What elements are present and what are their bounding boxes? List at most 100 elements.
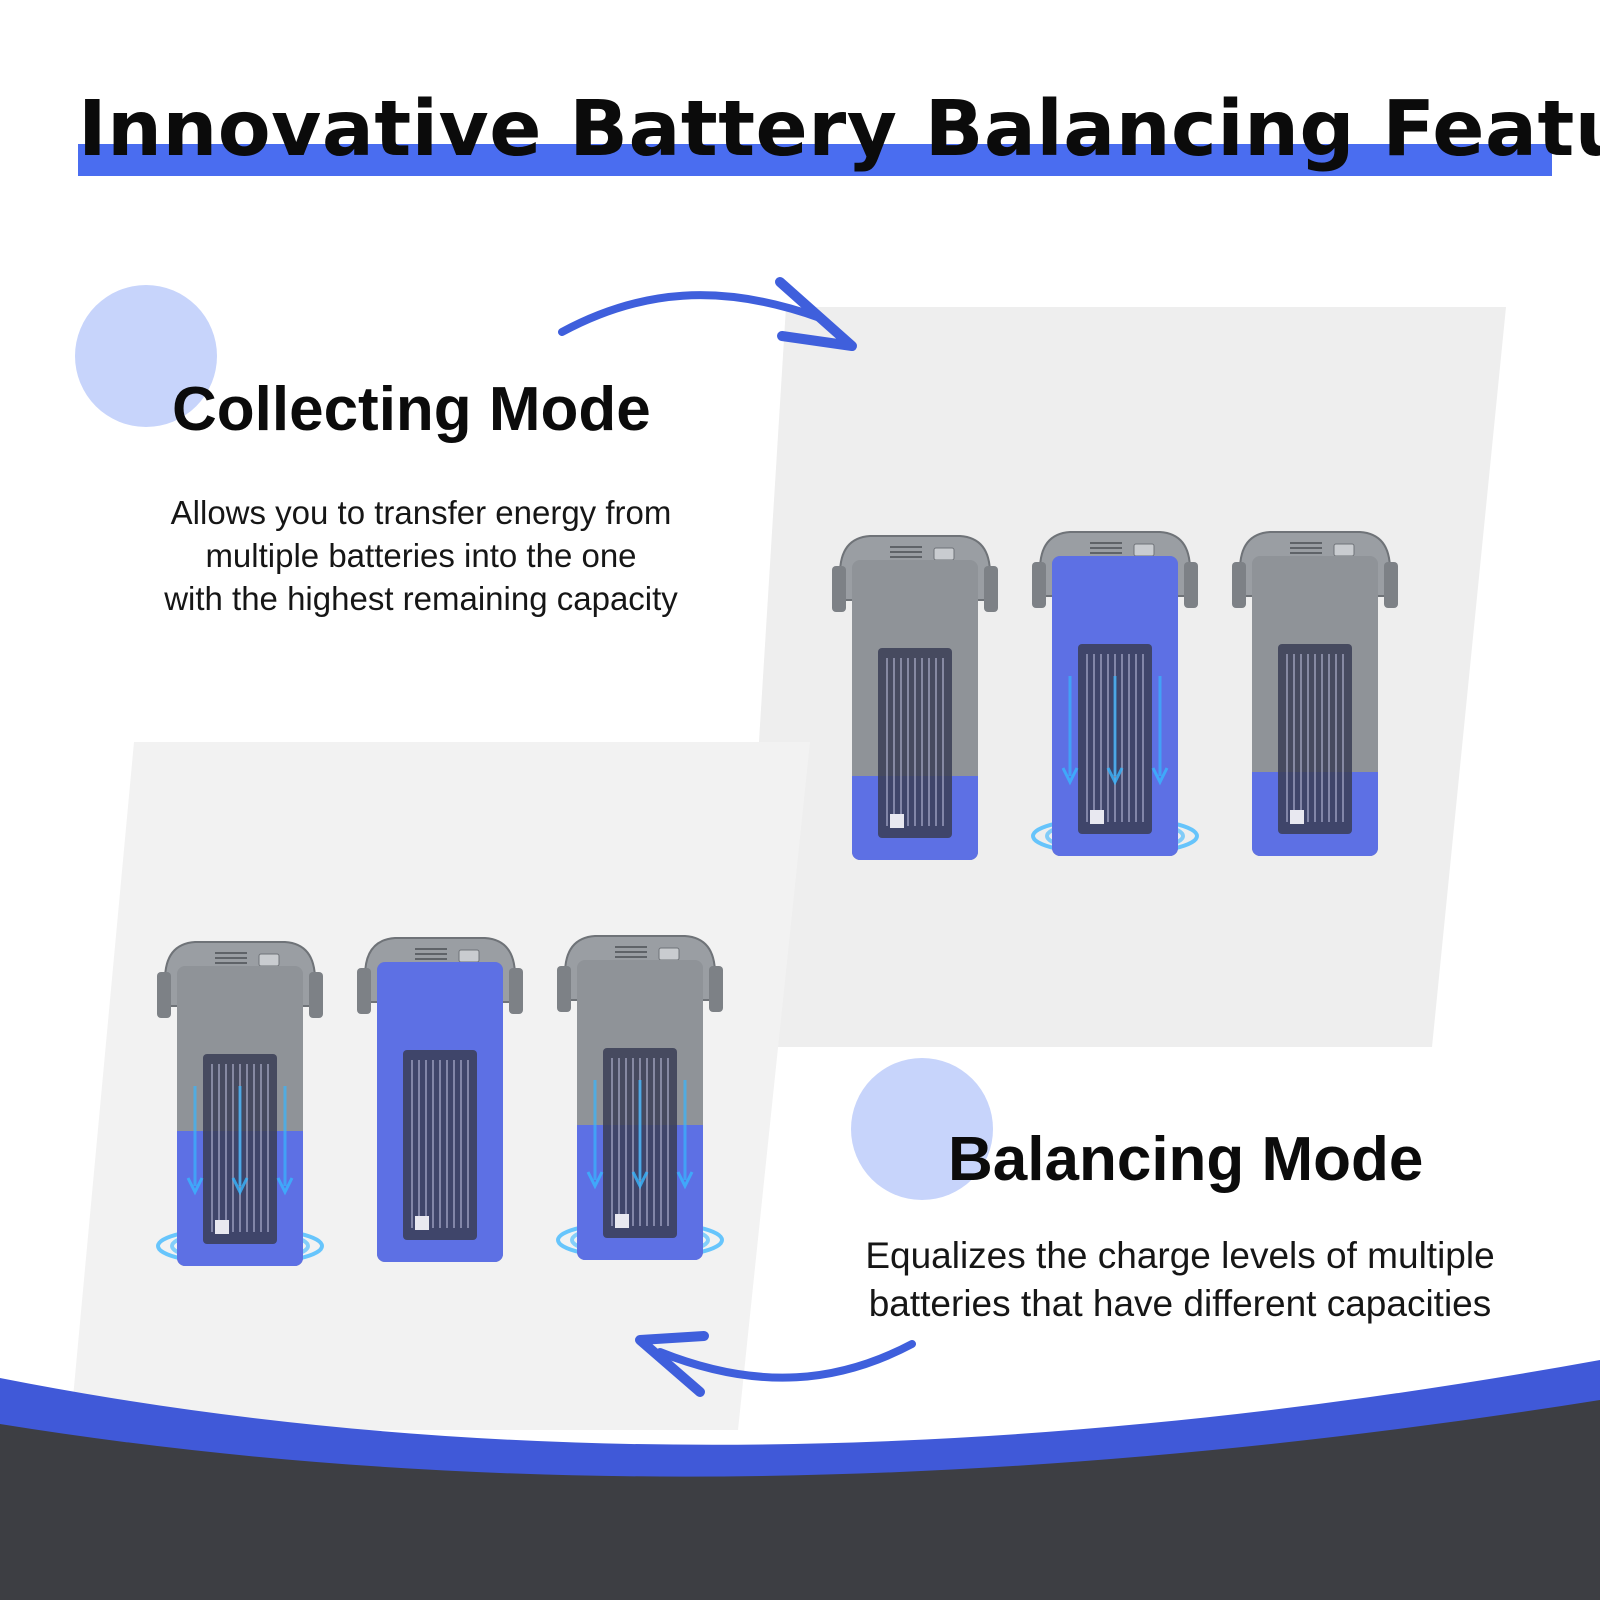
battery-label-text-line (646, 1058, 648, 1226)
energy-flow-arrowhead (1106, 767, 1124, 786)
battery-label-text-line (1100, 654, 1102, 822)
battery-label-text-line (453, 1060, 455, 1228)
energy-flow-arrowhead (276, 1177, 294, 1196)
battery-label-text-line (921, 658, 923, 826)
energy-flow-arrowhead (1061, 767, 1079, 786)
battery-vent (890, 551, 922, 553)
battery-label-text-line (1093, 654, 1095, 822)
battery-vent (215, 952, 247, 954)
collecting-mode-description: Allows you to transfer energy from multi… (128, 491, 714, 620)
battery-label-text-line (218, 1064, 220, 1232)
battery-label-text-line (460, 1060, 462, 1228)
battery-label-text-line (625, 1058, 627, 1226)
battery-vent (215, 962, 247, 964)
balancing-mode-heading: Balancing Mode (948, 1125, 1424, 1194)
battery-clip-right (1184, 562, 1198, 608)
battery-vent (415, 948, 447, 950)
collecting-battery-1 (830, 530, 1000, 870)
battery-qr-code (615, 1214, 629, 1228)
battery-label-text-line (942, 658, 944, 826)
balancing-description-line: Equalizes the charge levels of multiple (865, 1235, 1495, 1276)
battery-qr-code (415, 1216, 429, 1230)
battery-label-text-line (914, 658, 916, 826)
battery-clip-left (357, 968, 371, 1014)
battery-label-text-line (1342, 654, 1344, 822)
decorative-circle-collecting (75, 285, 217, 427)
battery-clip-right (309, 972, 323, 1018)
battery-label-text-line (653, 1058, 655, 1226)
battery-clip-right (984, 566, 998, 612)
battery-vent (1290, 552, 1322, 554)
battery-label-text-line (1314, 654, 1316, 822)
battery-clip-left (1032, 562, 1046, 608)
battery-label-text-line (425, 1060, 427, 1228)
collecting-description-line: Allows you to transfer energy from (170, 494, 672, 531)
battery-label-text-line (232, 1064, 234, 1232)
battery-label-text-line (1321, 654, 1323, 822)
battery-vent (615, 956, 647, 958)
decorative-circle-balancing (851, 1058, 993, 1200)
battery-label-text-line (439, 1060, 441, 1228)
collecting-battery-3 (1230, 526, 1400, 866)
battery-clip-right (509, 968, 523, 1014)
balancing-description-line: batteries that have different capacities (868, 1283, 1492, 1324)
battery-label-text-line (260, 1064, 262, 1232)
battery-qr-code (215, 1220, 229, 1234)
balancing-battery-2 (355, 932, 525, 1272)
battery-clip-left (1232, 562, 1246, 608)
battery-qr-code (1090, 810, 1104, 824)
battery-label-text-line (467, 1060, 469, 1228)
battery-label-text-line (1300, 654, 1302, 822)
battery-label-text-line (1135, 654, 1137, 822)
battery-clip-left (557, 966, 571, 1012)
battery-label-text-line (886, 658, 888, 826)
battery-label-text-line (1107, 654, 1109, 822)
battery-label-text-line (253, 1064, 255, 1232)
collecting-description-line: multiple batteries into the one (205, 537, 637, 574)
battery-clip-left (832, 566, 846, 612)
balancing-battery-3 (555, 930, 725, 1270)
battery-label-text-line (418, 1060, 420, 1228)
battery-label-text-line (893, 658, 895, 826)
title-block: Innovative Battery Balancing Feature (78, 82, 1600, 182)
balancing-mode-description: Equalizes the charge levels of multiple … (826, 1232, 1534, 1328)
battery-label-text-line (611, 1058, 613, 1226)
battery-label-text-line (446, 1060, 448, 1228)
battery-label-text-line (935, 658, 937, 826)
battery-vent (1290, 547, 1322, 549)
battery-label-text-line (1142, 654, 1144, 822)
battery-vent (1090, 547, 1122, 549)
battery-vent (890, 546, 922, 548)
battery-label-text-line (1128, 654, 1130, 822)
battery-vent (615, 946, 647, 948)
battery-vent (215, 957, 247, 959)
battery-vent (415, 953, 447, 955)
battery-qr-code (1290, 810, 1304, 824)
battery-label-text-line (1086, 654, 1088, 822)
page-title: Innovative Battery Balancing Feature (78, 85, 1600, 174)
battery-clip-left (157, 972, 171, 1018)
energy-flow-arrowhead (586, 1171, 604, 1190)
energy-flow-arrowhead (676, 1171, 694, 1190)
battery-label-text-line (432, 1060, 434, 1228)
battery-vent (890, 556, 922, 558)
battery-label-text-line (267, 1064, 269, 1232)
battery-label-text-line (900, 658, 902, 826)
battery-vent (415, 958, 447, 960)
collecting-description-line: with the highest remaining capacity (164, 580, 678, 617)
battery-clip-right (1384, 562, 1398, 608)
battery-label-text-line (667, 1058, 669, 1226)
energy-flow-arrowhead (631, 1171, 649, 1190)
battery-qr-code (890, 814, 904, 828)
battery-clip-right (709, 966, 723, 1012)
energy-flow-arrowhead (1151, 767, 1169, 786)
collecting-mode-heading: Collecting Mode (172, 375, 651, 444)
balancing-battery-1 (155, 936, 325, 1276)
battery-label-text-line (211, 1064, 213, 1232)
battery-label-text-line (928, 658, 930, 826)
title-underline-bar (78, 144, 1552, 176)
battery-label-text-line (246, 1064, 248, 1232)
battery-label-text-line (1121, 654, 1123, 822)
